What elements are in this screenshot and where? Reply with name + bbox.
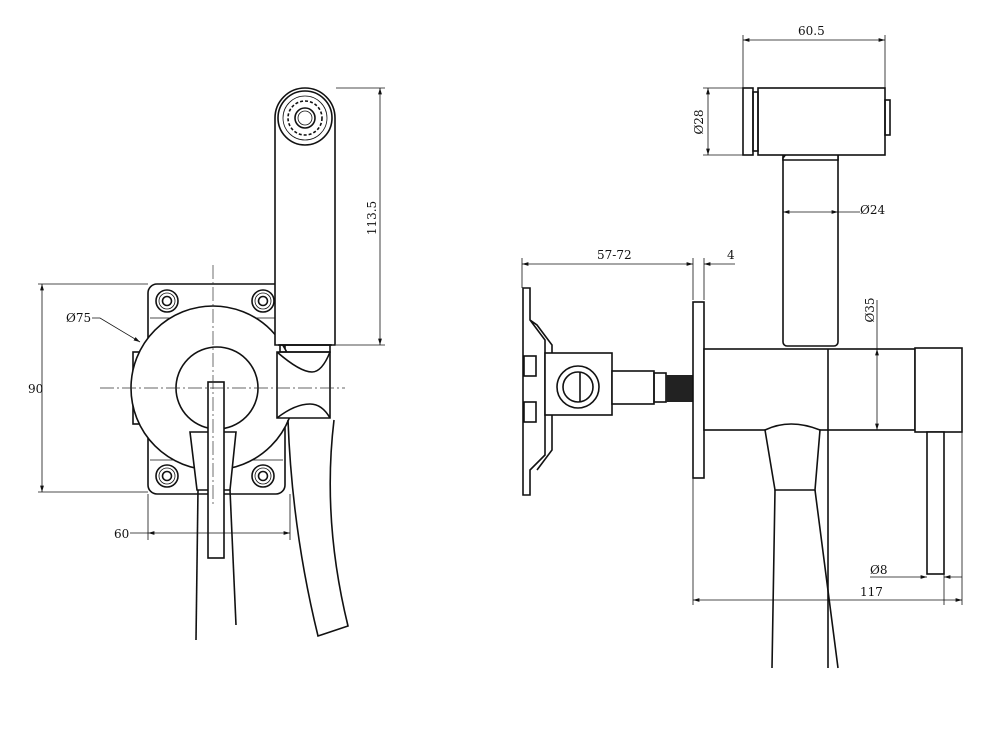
dim-57-72: 57-72 xyxy=(597,248,632,262)
valve-body xyxy=(544,352,613,416)
lever-handle xyxy=(207,381,225,559)
hand-shower xyxy=(274,87,336,346)
shower-head xyxy=(757,87,886,156)
hose xyxy=(287,419,349,638)
dim-60-5: 60.5 xyxy=(798,24,825,38)
dim-diameter-35: Ø35 xyxy=(863,297,877,322)
dim-60: 60 xyxy=(114,527,129,541)
dim-113-5: 113.5 xyxy=(365,201,379,235)
threaded-pipe xyxy=(666,375,693,402)
wall-plate xyxy=(692,301,705,479)
front-view: 113.5 90 60 Ø75 xyxy=(28,87,385,641)
dim-diameter-75: Ø75 xyxy=(66,311,91,325)
mounting-bracket xyxy=(522,287,553,496)
dim-117: 117 xyxy=(860,585,883,599)
end-cap xyxy=(914,347,963,433)
hose-connector xyxy=(764,423,821,491)
dim-90: 90 xyxy=(28,382,43,396)
spray-head xyxy=(277,90,333,146)
dim-diameter-24: Ø24 xyxy=(860,203,885,217)
mixer-body xyxy=(703,348,916,431)
shower-stem xyxy=(782,149,839,347)
screw-holes xyxy=(155,289,275,488)
side-view: 60.5 Ø28 Ø24 57-72 4 Ø35 Ø8 117 xyxy=(521,24,963,669)
dim-diameter-28: Ø28 xyxy=(692,109,706,134)
dim-4: 4 xyxy=(727,248,735,262)
side-lever xyxy=(926,431,945,575)
dim-diameter-8: Ø8 xyxy=(870,563,887,577)
